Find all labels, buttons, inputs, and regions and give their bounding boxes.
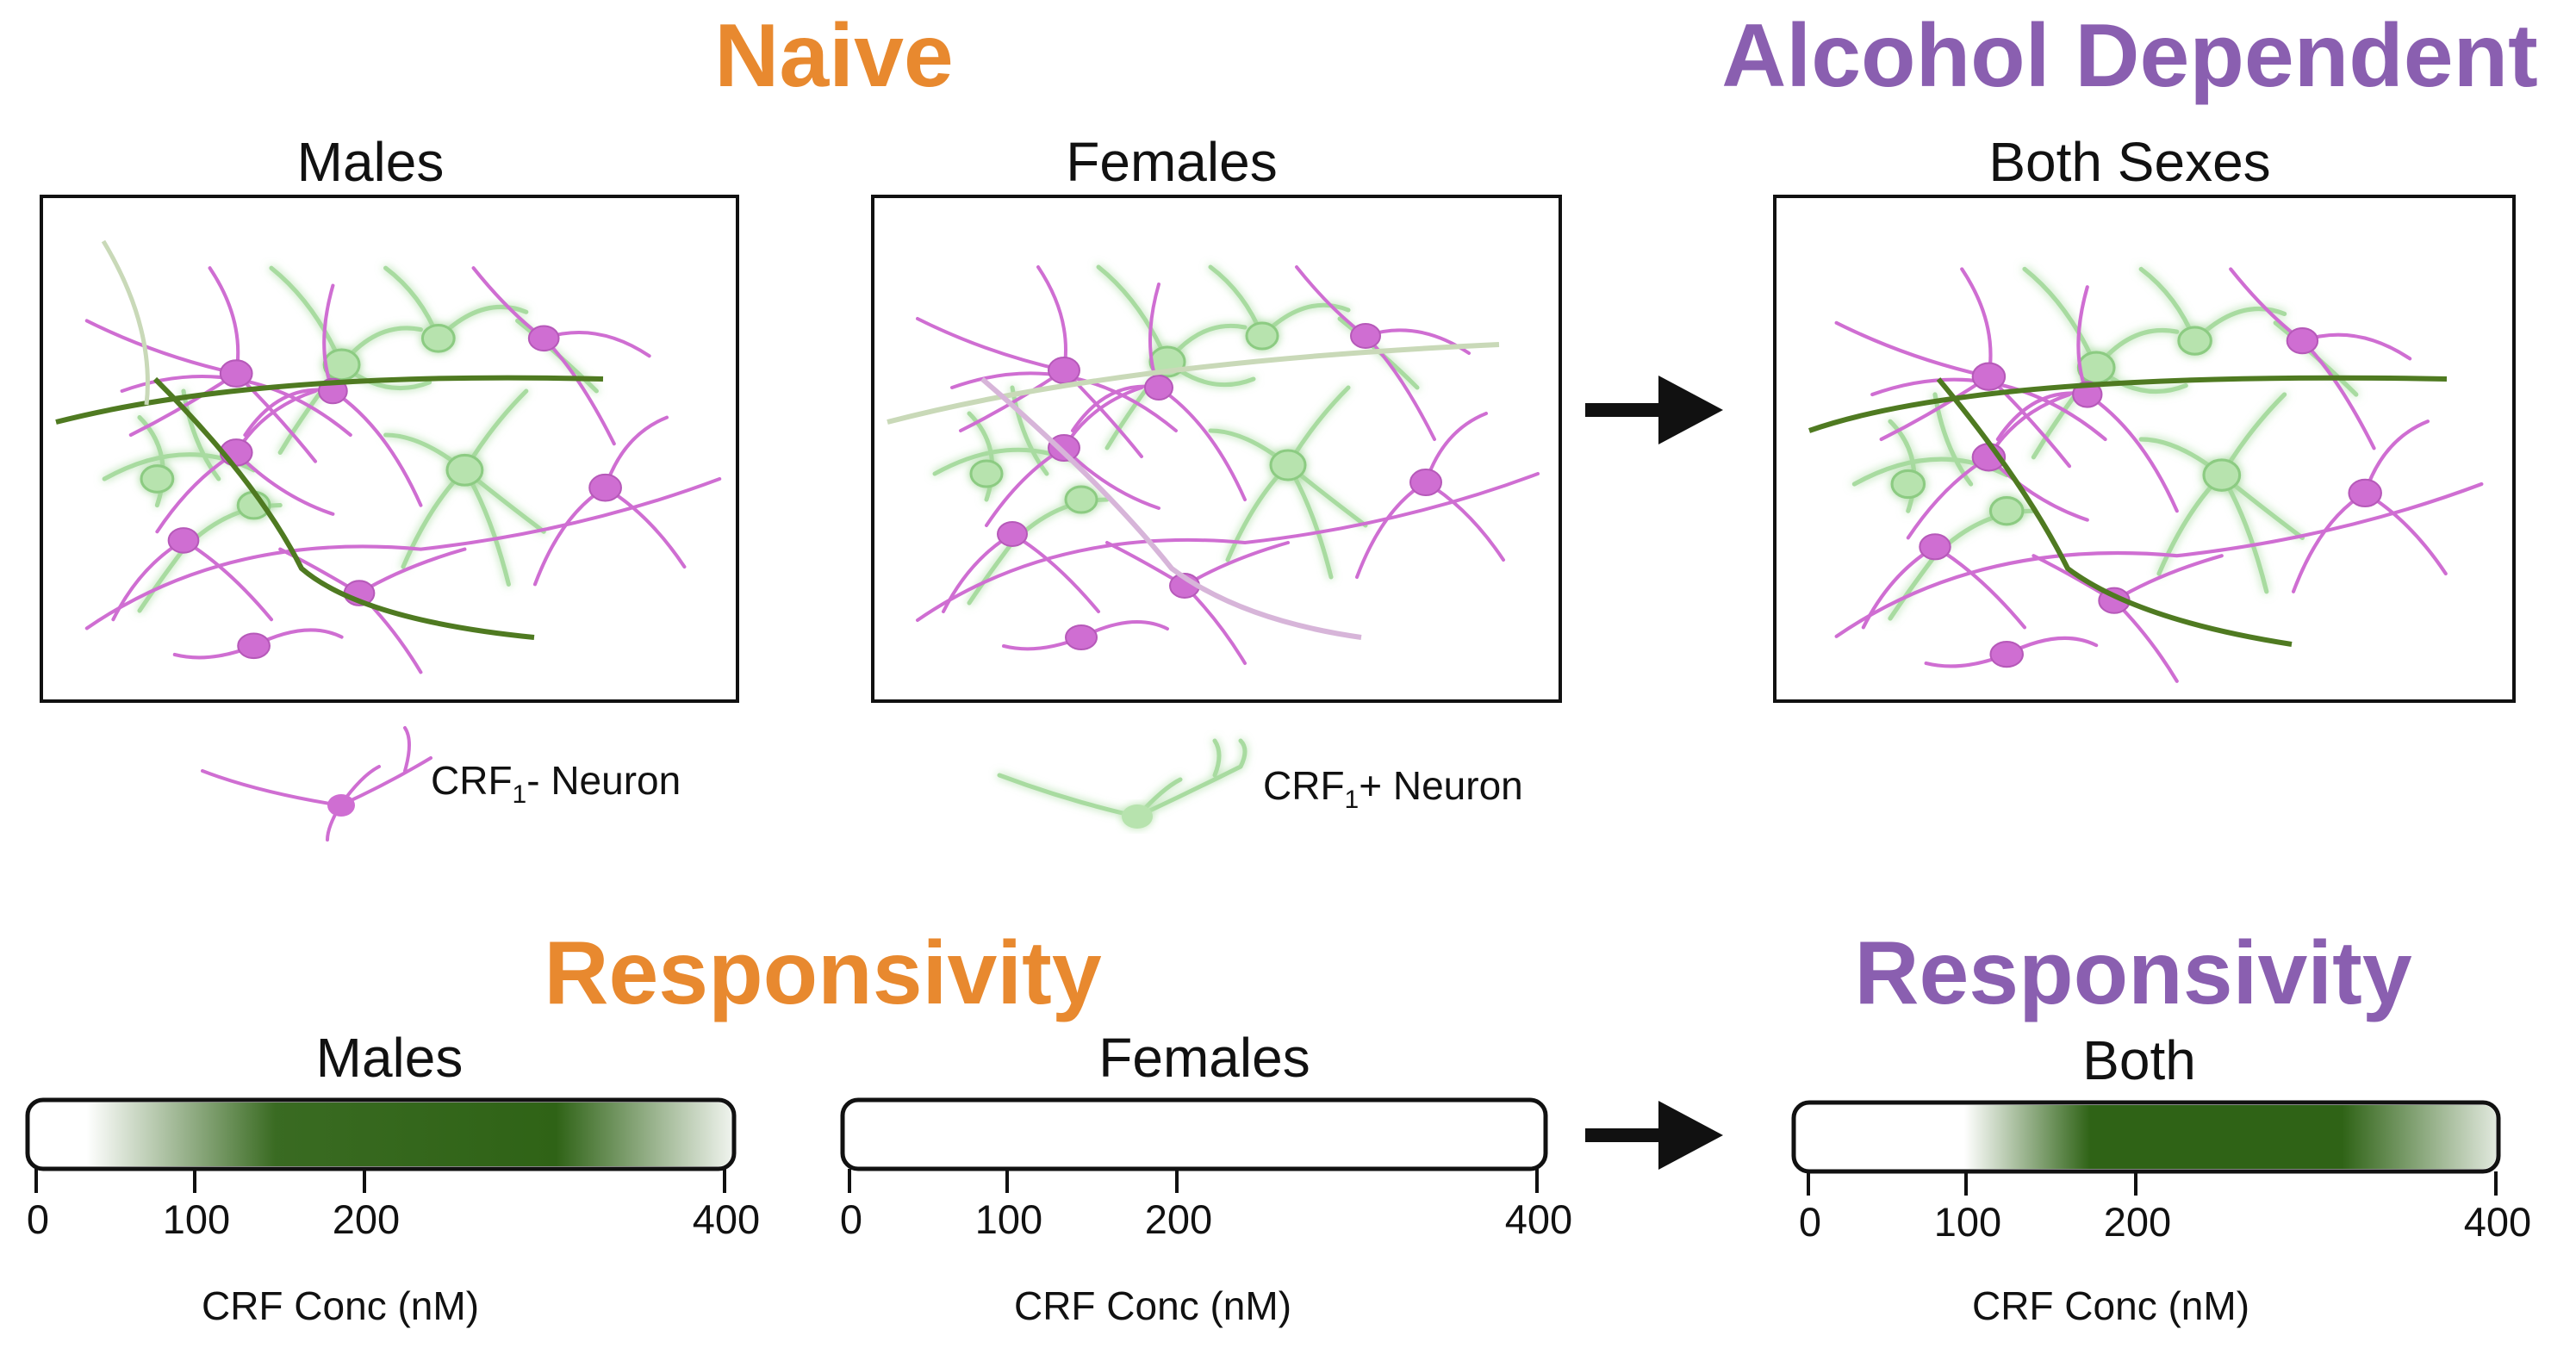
- panel-label-males: Males: [297, 131, 445, 193]
- fiber-horizontal-males: [55, 375, 604, 425]
- transition-arrow-top: [1585, 376, 1723, 444]
- tick-females-100: 100: [975, 1196, 1042, 1242]
- fiber-diagonal-males: [152, 376, 535, 640]
- tick-both-400: 400: [2464, 1199, 2531, 1245]
- tick-males-0: 0: [27, 1196, 49, 1242]
- responsive-range-males: [30, 1103, 731, 1166]
- bar-males: Males 0 100 200 400 CRF Conc (nM): [25, 1027, 760, 1328]
- axis-label-males: CRF Conc (nM): [202, 1283, 479, 1328]
- tick-females-0: 0: [840, 1196, 862, 1242]
- bar-both: Both 0 100 200 400 CRF Conc (nM): [1791, 1029, 2531, 1328]
- axis-females: [848, 1169, 1539, 1193]
- transition-arrow-bottom: [1585, 1101, 1723, 1170]
- tick-both-0: 0: [1799, 1199, 1821, 1245]
- bar-label-both: Both: [2082, 1029, 2196, 1091]
- axis-label-both: CRF Conc (nM): [1972, 1283, 2249, 1328]
- responsive-range-both: [1796, 1105, 2496, 1169]
- tick-females-200: 200: [1145, 1196, 1212, 1242]
- legend-crf1-negative: CRF1- Neuron: [201, 726, 681, 842]
- bar-label-females: Females: [1098, 1027, 1310, 1089]
- tick-males-200: 200: [333, 1196, 400, 1242]
- fiber-diagonal-both: [1936, 377, 2293, 647]
- panel-both-sexes: [1773, 195, 2516, 703]
- axis-males: [34, 1169, 726, 1193]
- dependent-heading: Alcohol Dependent: [1721, 6, 2538, 106]
- axis-both: [1807, 1171, 2498, 1196]
- fiber-diagonal-females: [980, 376, 1362, 640]
- responsivity-heading-dependent: Responsivity: [1854, 923, 2411, 1023]
- panel-males: [40, 195, 739, 703]
- bar-females: Females 0 100 200 400 CRF Conc (nM): [840, 1027, 1572, 1328]
- panel-label-females: Females: [1066, 131, 1277, 193]
- fiber-horizontal-females: [887, 342, 1500, 425]
- tick-males-400: 400: [693, 1196, 760, 1242]
- panel-females: [871, 195, 1562, 703]
- naive-heading: Naive: [714, 6, 954, 106]
- tick-males-100: 100: [163, 1196, 230, 1242]
- axis-label-females: CRF Conc (nM): [1014, 1283, 1291, 1328]
- responsivity-heading-naive: Responsivity: [544, 923, 1101, 1023]
- tick-both-200: 200: [2104, 1199, 2171, 1245]
- panel-label-both-sexes: Both Sexes: [1988, 131, 2270, 193]
- tick-both-100: 100: [1934, 1199, 2001, 1245]
- legend-crf1-positive-label: CRF1+ Neuron: [1263, 763, 1523, 814]
- bar-label-males: Males: [316, 1027, 464, 1089]
- fiber-faint-males: [101, 239, 150, 406]
- legend-crf1-positive: CRF1+ Neuron: [997, 738, 1523, 829]
- tick-females-400: 400: [1505, 1196, 1572, 1242]
- legend-crf1-negative-label: CRF1- Neuron: [431, 758, 681, 809]
- fiber-horizontal-both: [1808, 375, 2448, 433]
